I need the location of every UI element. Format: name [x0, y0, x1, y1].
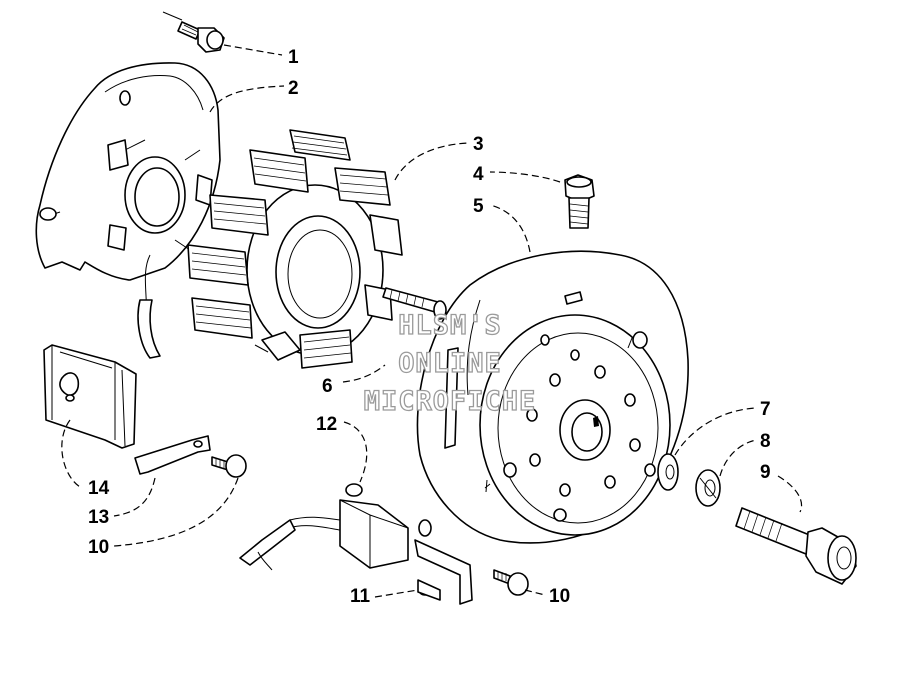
leader-8: [719, 439, 757, 477]
leader-6: [342, 364, 386, 383]
callout-11: 11: [350, 586, 371, 607]
part-9-flywheel-bolt: [735, 507, 857, 585]
part-11-bracket: [414, 519, 473, 605]
part-10-screw-left: [211, 454, 247, 478]
part-10-screw-right: [493, 569, 529, 596]
callout-10-right: 10: [549, 586, 570, 607]
leader-3: [394, 142, 469, 181]
part-12-module: [239, 483, 409, 571]
leader-2: [209, 85, 285, 113]
part-3-stator-coil: [187, 129, 403, 369]
leader-5: [489, 204, 531, 253]
callout-9: 9: [760, 462, 771, 483]
stator-pole-6: [334, 167, 391, 206]
part-4-bolt: [564, 174, 595, 229]
callout-7: 7: [760, 399, 771, 420]
callout-6: 6: [322, 376, 333, 397]
part-7-washer: [657, 453, 679, 491]
callout-labels: 1 2 3 4 5 6 7 8 9 10 10 11 12 13 14: [88, 47, 771, 607]
callout-2: 2: [288, 78, 299, 99]
part-5-flywheel: [416, 250, 689, 544]
part-14-plate: [43, 344, 137, 449]
watermark-line-1: HLSM'S: [398, 310, 502, 341]
stator-pole-1: [289, 129, 351, 161]
leader-lines: [61, 44, 803, 598]
callout-12: 12: [316, 414, 337, 435]
stator-pole-2: [249, 149, 309, 193]
callout-13: 13: [88, 507, 109, 528]
stator-pole-4: [187, 244, 249, 286]
callout-10-left: 10: [88, 537, 109, 558]
leader-13: [113, 477, 156, 517]
callout-1: 1: [288, 47, 299, 68]
stator-pole-3: [209, 194, 269, 236]
callout-5: 5: [473, 196, 484, 217]
leader-4: [489, 171, 561, 183]
callout-3: 3: [473, 134, 484, 155]
leader-11: [374, 589, 419, 598]
part-13-bracket: [134, 435, 211, 475]
leader-9: [777, 475, 803, 513]
leader-10a: [113, 477, 239, 547]
watermark: HLSM'S ONLINE MICROFICHE: [363, 309, 537, 417]
stator-pole-9: [299, 329, 353, 369]
callout-14: 14: [88, 478, 110, 499]
leader-1: [223, 44, 283, 56]
watermark-line-2: ONLINE: [398, 348, 502, 379]
stator-pole-7: [369, 214, 403, 256]
leader-10b: [524, 589, 546, 596]
callout-4: 4: [473, 164, 484, 185]
watermark-line-3: MICROFICHE: [364, 386, 537, 417]
part-2-stator-housing: [35, 62, 221, 359]
part-6-stud: [382, 287, 447, 320]
stator-pole-5: [191, 297, 253, 339]
leader-14: [61, 419, 81, 488]
callout-8: 8: [760, 431, 771, 452]
leader-7: [674, 407, 757, 456]
part-8-lock-washer: [695, 469, 721, 507]
leader-12: [343, 421, 368, 483]
part-1-bolt: [162, 11, 225, 53]
